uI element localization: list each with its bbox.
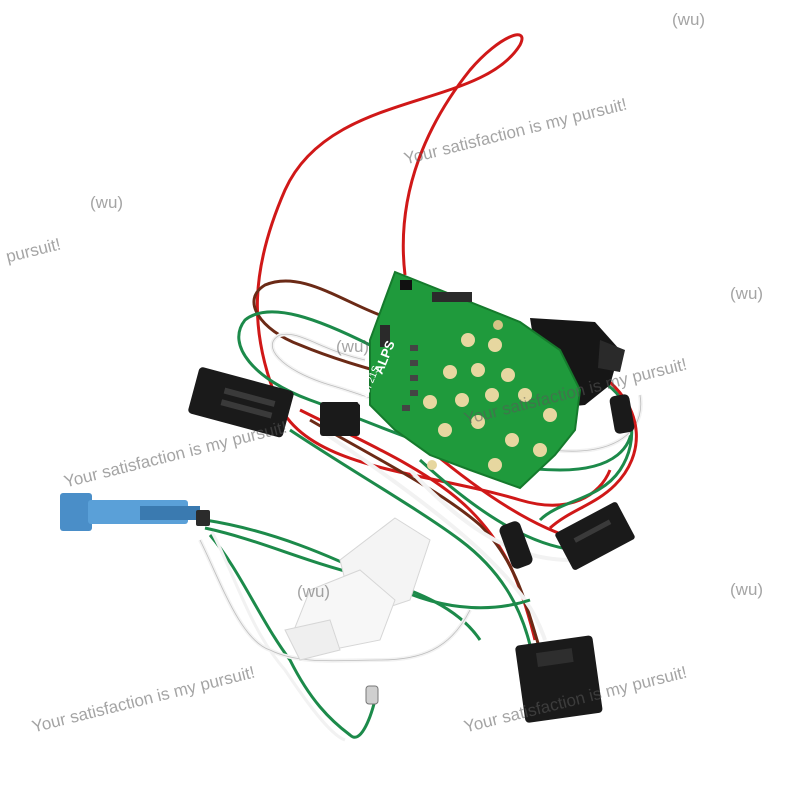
inline-component (365, 685, 379, 705)
black-connector-right (555, 502, 635, 570)
white-label-tape (284, 517, 431, 661)
heat-shrink-tube (609, 394, 635, 434)
black-connector-middle (320, 402, 360, 436)
red-wire-loop (255, 33, 612, 507)
blue-connector (60, 493, 210, 531)
green-pcb-board: ALPS ANSI 21S (356, 270, 582, 490)
black-connector-left (188, 367, 294, 438)
black-connector-bottom (515, 635, 603, 723)
